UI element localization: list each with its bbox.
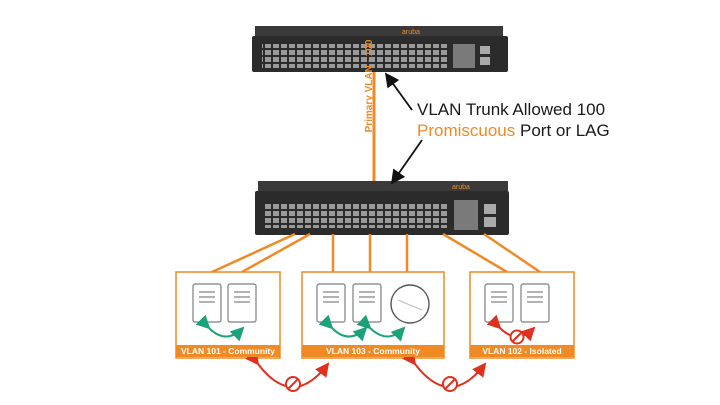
switch-logo: aruba [402, 29, 420, 36]
allowed-arrow [195, 314, 245, 342]
switch-logo: aruba [452, 184, 470, 191]
callout-rest: Port or LAG [515, 121, 610, 140]
access-links [211, 232, 541, 276]
callout-accent: Promiscuous [417, 121, 516, 140]
server-icon [316, 283, 346, 323]
core-switch: aruba [252, 26, 508, 72]
vlan-102-label: VLAN 102 - Isolated [470, 345, 574, 357]
primary-vlan-label: Primary VLAN - 100 [364, 39, 375, 133]
access-point-icon [390, 284, 430, 324]
server-icon [227, 283, 257, 323]
server-icon [520, 283, 550, 323]
blocked-icon [285, 376, 301, 392]
access-switch: aruba [255, 181, 509, 235]
callout-arrow-top [384, 72, 413, 111]
vlan-101-label: VLAN 101 - Community [176, 345, 280, 357]
callout-line-2: Promiscuous Port or LAG [417, 121, 610, 141]
server-icon [484, 283, 514, 323]
blocked-icon [509, 329, 525, 345]
server-icon [352, 283, 382, 323]
vlan-103-label: VLAN 103 - Community [302, 345, 444, 357]
server-icon [192, 283, 222, 323]
blocked-icon [442, 376, 458, 392]
allowed-arrow [356, 314, 406, 342]
callout-arrow-bottom [390, 139, 423, 185]
callout-line-1: VLAN Trunk Allowed 100 [417, 100, 606, 119]
